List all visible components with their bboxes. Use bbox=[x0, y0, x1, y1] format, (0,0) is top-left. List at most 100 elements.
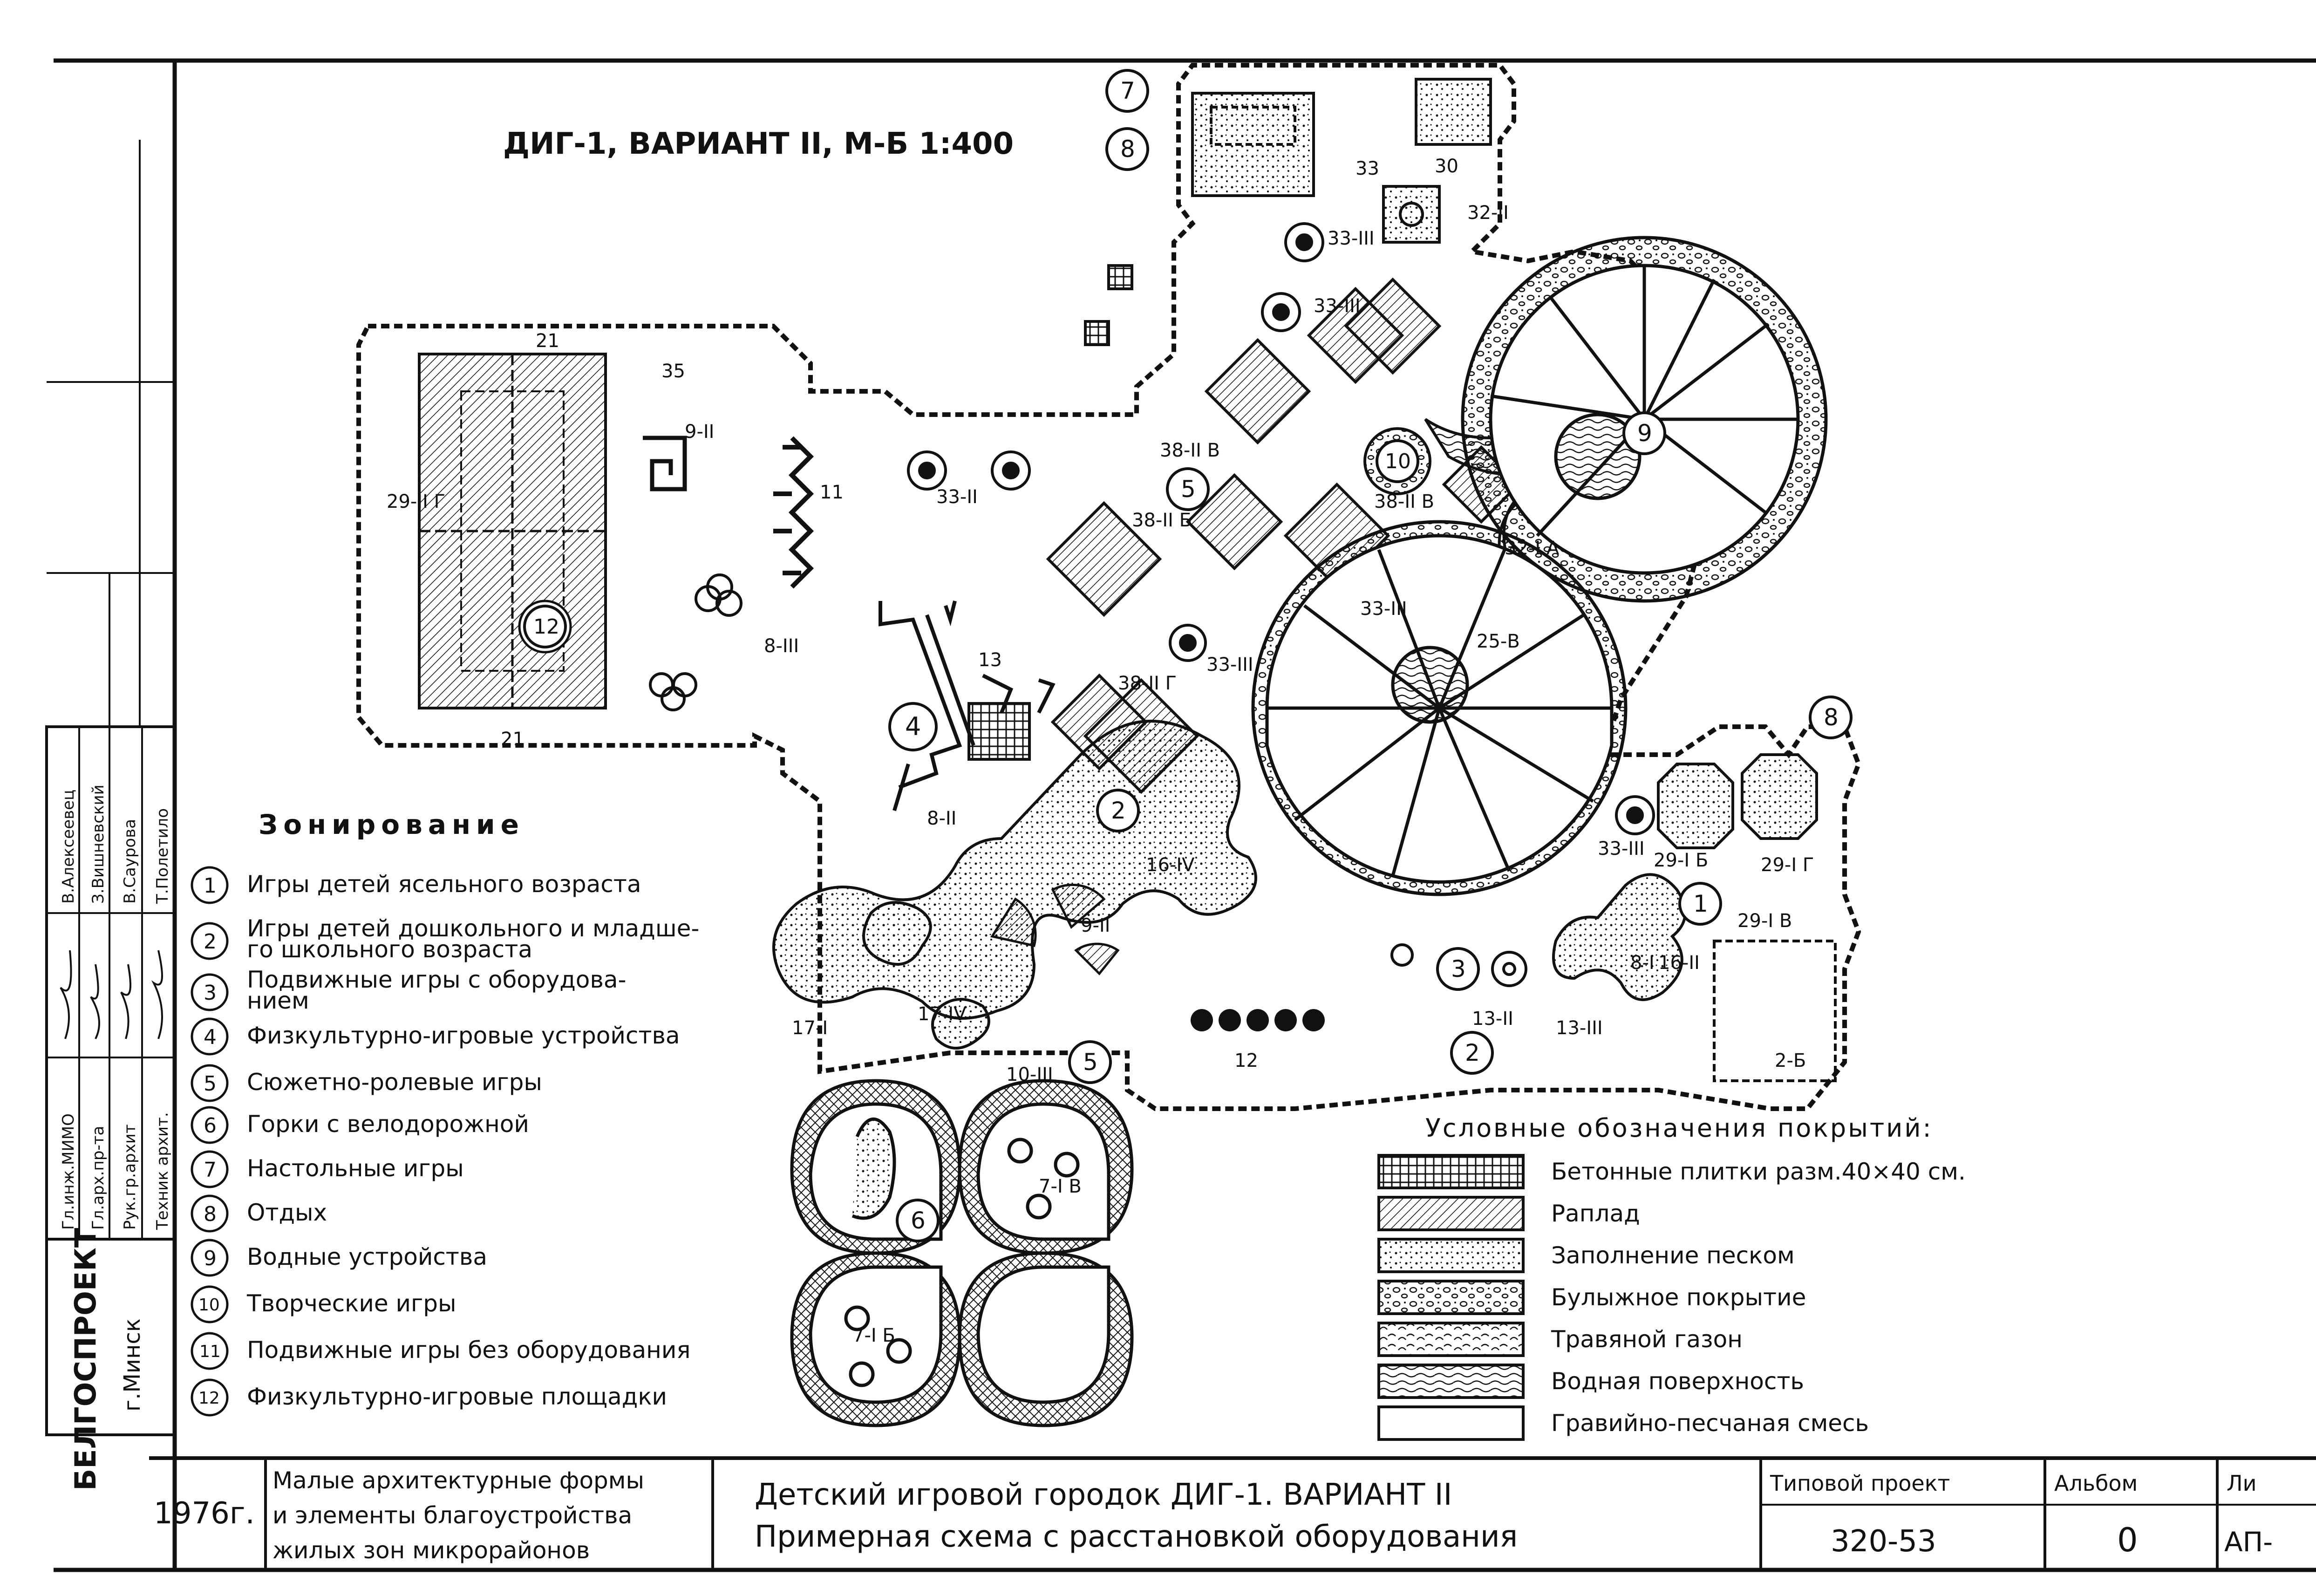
svg-text:33-III: 33-III bbox=[1206, 654, 1253, 675]
legend-swatches bbox=[1377, 1154, 1525, 1441]
zoning-label-1: Игры детей ясельного возраста bbox=[247, 871, 641, 898]
legend-swatch-grass bbox=[1377, 1322, 1525, 1357]
album-label: Альбом bbox=[2054, 1471, 2138, 1496]
zone-marker-6: 6 bbox=[911, 1207, 926, 1234]
zone-marker-2a: 2 bbox=[1111, 797, 1126, 824]
legend-label-3: Заполнение песком bbox=[1551, 1242, 1795, 1269]
east-pavilions bbox=[1657, 753, 1837, 1082]
svg-text:13-II: 13-II bbox=[1472, 1008, 1513, 1030]
zoning-label-6: Горки с велодорожной bbox=[247, 1111, 529, 1138]
svg-text:17-I: 17-I bbox=[792, 1017, 828, 1039]
water-feature-25 bbox=[1251, 520, 1628, 896]
svg-text:9-II: 9-II bbox=[685, 421, 714, 443]
zoning-label-2a: Игры детей дошкольного и младше- bbox=[247, 915, 699, 942]
zoning-num-6: 6 bbox=[204, 1114, 217, 1138]
climbing-frame-4 bbox=[879, 600, 1056, 812]
svg-text:35: 35 bbox=[661, 361, 685, 382]
svg-text:32-II: 32-II bbox=[1467, 202, 1509, 224]
stamp-year: 1976г. bbox=[154, 1496, 255, 1531]
stamp-name-1: В.Алексеевец bbox=[59, 790, 78, 904]
zone-marker-12: 12 bbox=[533, 615, 559, 639]
svg-text:21: 21 bbox=[536, 330, 559, 352]
stamp-city: г.Минск bbox=[119, 1318, 145, 1412]
legend-swatch-cobble bbox=[1377, 1280, 1525, 1315]
stamp-role-1: Гл.инж.МИМО bbox=[59, 1113, 78, 1230]
zoning-label-5: Сюжетно-ролевые игры bbox=[247, 1069, 542, 1096]
svg-text:7-I В: 7-I В bbox=[1039, 1176, 1082, 1197]
svg-text:11: 11 bbox=[820, 482, 844, 503]
legend-swatch-plain bbox=[1377, 1405, 1525, 1441]
svg-text:8-II: 8-II bbox=[927, 808, 956, 829]
svg-text:32-I А: 32-I А bbox=[1505, 538, 1560, 559]
stamp-series-line2: и элементы благоустройства bbox=[272, 1502, 632, 1529]
stepping-stones-12 bbox=[1191, 1009, 1325, 1031]
svg-text:10-III: 10-III bbox=[1006, 1064, 1053, 1085]
svg-text:13-III: 13-III bbox=[1556, 1017, 1603, 1039]
title-block bbox=[149, 1456, 2316, 1570]
zoning-num-11: 11 bbox=[199, 1342, 221, 1361]
stamp-org: БЕЛГОСПРОЕКТ bbox=[68, 1228, 102, 1491]
sheet-label: Ли bbox=[2227, 1471, 2257, 1496]
zoning-label-7: Настольные игры bbox=[247, 1155, 464, 1182]
maze-equipment-9-II bbox=[643, 436, 687, 491]
stamp-series-line1: Малые архитектурные формы bbox=[272, 1467, 644, 1494]
svg-text:8-I: 8-I bbox=[1630, 952, 1655, 974]
zone-marker-2b: 2 bbox=[1465, 1039, 1480, 1066]
legend-label-5: Травяной газон bbox=[1551, 1326, 1743, 1353]
svg-text:8-III: 8-III bbox=[764, 635, 799, 657]
zigzag-equipment-11 bbox=[773, 436, 814, 589]
svg-text:13: 13 bbox=[978, 649, 1002, 671]
stamp-name-3: В.Саурова bbox=[121, 819, 139, 904]
round-equipment bbox=[649, 222, 1655, 987]
zoning-label-11: Подвижные игры без оборудования bbox=[247, 1337, 690, 1364]
zoning-label-4: Физкультурно-игровые устройства bbox=[247, 1022, 680, 1049]
legend-label-1: Бетонные плитки разм.40×40 см. bbox=[1551, 1158, 1966, 1185]
svg-text:2-Б: 2-Б bbox=[1775, 1050, 1806, 1071]
sheet-title-line1: Детский игровой городок ДИГ-1. ВАРИАНТ I… bbox=[755, 1478, 1452, 1512]
zoning-label-2b: го школьного возраста bbox=[247, 936, 532, 963]
zoning-label-12: Физкультурно-игровые площадки bbox=[247, 1383, 667, 1410]
zone-marker-9: 9 bbox=[1637, 420, 1652, 447]
drawing-title: ДИГ-1, ВАРИАНТ II, М-Б 1:400 bbox=[503, 127, 1014, 161]
stamp-role-2: Гл.арх.пр-та bbox=[89, 1126, 108, 1230]
site-boundary bbox=[356, 63, 1861, 1111]
sheet-title-line2: Примерная схема с расстановкой оборудова… bbox=[755, 1520, 1518, 1554]
legend-swatch-hatch bbox=[1377, 1196, 1525, 1231]
stamp-name-4: Т.Полетило bbox=[153, 808, 172, 904]
zoning-num-12: 12 bbox=[198, 1389, 220, 1408]
svg-text:29-I Г: 29-I Г bbox=[1761, 854, 1814, 876]
legend-swatch-grid bbox=[1377, 1154, 1525, 1189]
sheet-number: АП- bbox=[2224, 1526, 2273, 1558]
cloverleaf-slides bbox=[790, 1079, 1134, 1427]
svg-text:38-II Б: 38-II Б bbox=[1132, 510, 1192, 531]
zoning-num-10: 10 bbox=[198, 1296, 220, 1315]
stamp-series-line3: жилых зон микрорайонов bbox=[272, 1537, 590, 1564]
legend-label-7: Гравийно-песчаная смесь bbox=[1551, 1410, 1869, 1437]
svg-text:9-II: 9-II bbox=[1081, 915, 1110, 936]
svg-text:33-II: 33-II bbox=[936, 486, 978, 508]
svg-text:25-В: 25-В bbox=[1477, 631, 1520, 652]
svg-text:29-I Б: 29-I Б bbox=[1654, 850, 1708, 871]
legend-label-2: Раплад bbox=[1551, 1200, 1640, 1227]
album-number: 0 bbox=[2117, 1521, 2138, 1559]
legend-label-4: Булыжное покрытие bbox=[1551, 1284, 1806, 1311]
stamp-signatures bbox=[60, 950, 163, 1039]
svg-text:33-III: 33-III bbox=[1328, 228, 1375, 249]
zoning-num-9: 9 bbox=[204, 1247, 217, 1270]
svg-text:17-IV: 17-IV bbox=[918, 1003, 967, 1025]
zoning-label-3a: Подвижные игры с оборудова- bbox=[247, 966, 627, 993]
svg-text:21: 21 bbox=[501, 729, 525, 750]
svg-text:7-I Б: 7-I Б bbox=[852, 1325, 895, 1346]
zoning-label-10: Творческие игры bbox=[246, 1290, 456, 1317]
zoning-label-8: Отдых bbox=[247, 1199, 327, 1226]
zone-marker-8b: 8 bbox=[1824, 704, 1839, 731]
svg-text:16-II: 16-II bbox=[1658, 952, 1700, 974]
zone-marker-3: 3 bbox=[1451, 955, 1466, 982]
stamp-role-3: Рук.гр.архит bbox=[121, 1124, 139, 1230]
stamp-role-4: Техник архит. bbox=[153, 1112, 172, 1230]
legend-swatch-water bbox=[1377, 1364, 1525, 1399]
svg-text:38-II Г: 38-II Г bbox=[1118, 673, 1177, 694]
sand-play-area bbox=[772, 720, 1687, 1050]
zoning-num-5: 5 bbox=[204, 1072, 217, 1096]
